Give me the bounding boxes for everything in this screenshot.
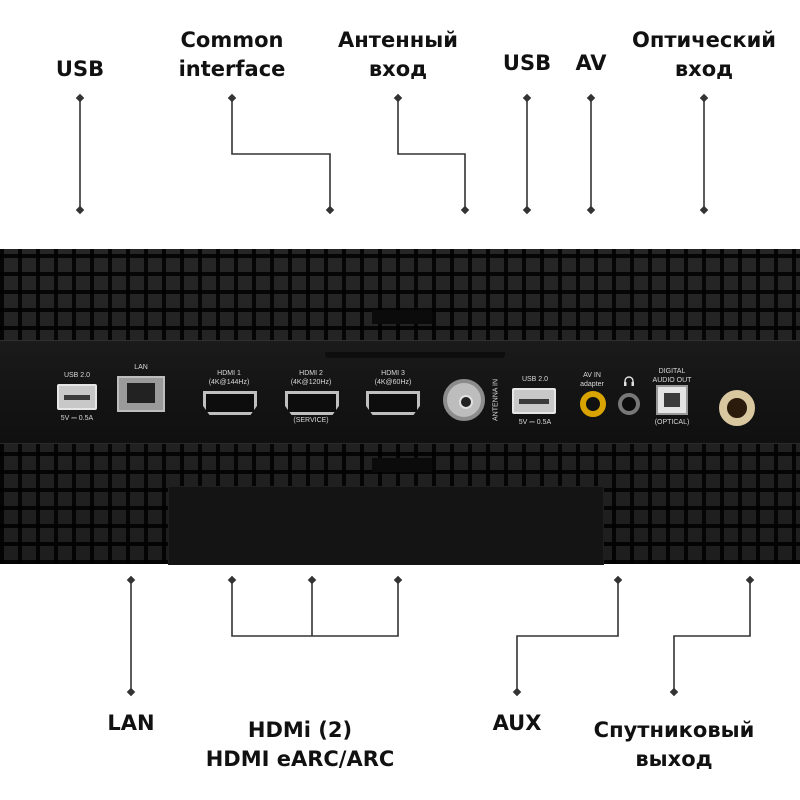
leader-antenna xyxy=(397,98,466,210)
dot-usb-left-bottom xyxy=(75,205,85,215)
dot-antenna-top xyxy=(393,93,403,103)
panel-top-slot xyxy=(372,310,432,324)
dot-hdmi3 xyxy=(393,575,403,585)
aux-headphone-jack[interactable] xyxy=(618,393,640,415)
panel-bottom-slot xyxy=(372,458,432,472)
dot-optical-top xyxy=(699,93,709,103)
panel-label-av-in: AV IN adapter xyxy=(580,372,604,388)
antenna-port[interactable] xyxy=(443,379,485,421)
panel-label-usb-right: USB 2.0 xyxy=(521,376,549,383)
lower-recess xyxy=(168,486,604,565)
usb-port-right[interactable] xyxy=(512,388,556,414)
panel-label-hdmi3: HDMI 3 (4K@60Hz) xyxy=(374,370,412,386)
callout-optical-input: Оптический вход xyxy=(631,28,777,81)
panel-label-usb-left: USB 2.0 xyxy=(63,372,91,379)
panel-label-hdmi1: HDMI 1 (4K@144Hz) xyxy=(208,370,250,386)
panel-label-hdmi2: HDMI 2 (4K@120Hz) xyxy=(290,370,332,386)
callout-lan: LAN xyxy=(107,711,155,735)
callout-hdmi: HDMi (2) HDMI eARC/ARC xyxy=(205,718,395,771)
panel-label-optical: (OPTICAL) xyxy=(654,419,690,426)
callout-satellite-output: Спутниковый выход xyxy=(593,718,755,771)
callout-common-interface: Common interface xyxy=(178,28,286,81)
dot-hdmi2 xyxy=(307,575,317,585)
panel-label-antenna-in: ANTENNA IN xyxy=(492,378,500,422)
panel-label-hdmi2-service: (SERVICE) xyxy=(293,417,329,424)
dot-antenna-bottom xyxy=(460,205,470,215)
callout-antenna-input: Антенный вход xyxy=(338,28,458,81)
dot-sat-top xyxy=(745,575,755,585)
dot-usb-right-bottom xyxy=(522,205,532,215)
leader-aux xyxy=(516,580,619,692)
dot-hdmi1 xyxy=(227,575,237,585)
dot-usb-left-top xyxy=(75,93,85,103)
strip-notch xyxy=(325,352,505,358)
panel-label-lan: LAN xyxy=(134,364,148,371)
usb-port-left[interactable] xyxy=(57,384,97,410)
callout-usb-right: USB xyxy=(502,51,552,75)
dot-ci-bottom xyxy=(325,205,335,215)
dot-sat-bottom xyxy=(669,687,679,697)
dot-lan-top xyxy=(126,575,136,585)
satellite-output-port[interactable] xyxy=(719,390,755,426)
lan-port[interactable] xyxy=(117,376,165,412)
callout-usb-left: USB xyxy=(55,57,105,81)
leader-hdmi xyxy=(231,580,399,637)
callout-av: AV xyxy=(575,51,607,75)
leader-common-interface xyxy=(231,98,331,210)
hdmi-port-2[interactable] xyxy=(285,391,339,415)
dot-av-top xyxy=(586,93,596,103)
dot-aux-top xyxy=(613,575,623,585)
hdmi-port-3[interactable] xyxy=(366,391,420,415)
headphone-icon xyxy=(624,376,634,386)
dot-av-bottom xyxy=(586,205,596,215)
leader-satellite xyxy=(673,580,751,692)
dot-usb-right-top xyxy=(522,93,532,103)
dot-optical-bottom xyxy=(699,205,709,215)
panel-label-usb-right-power: 5V ⎓ 0.5A xyxy=(518,419,552,426)
panel-label-digital-audio-out: DIGITAL AUDIO OUT xyxy=(652,368,692,384)
dot-ci-top xyxy=(227,93,237,103)
dot-lan-bottom xyxy=(126,687,136,697)
callout-aux: AUX xyxy=(492,711,542,735)
optical-audio-port[interactable] xyxy=(656,385,688,415)
hdmi-port-1[interactable] xyxy=(203,391,257,415)
panel-label-usb-left-power: 5V ⎓ 0.5A xyxy=(60,415,94,422)
dot-aux-bottom xyxy=(512,687,522,697)
av-in-jack[interactable] xyxy=(580,391,606,417)
